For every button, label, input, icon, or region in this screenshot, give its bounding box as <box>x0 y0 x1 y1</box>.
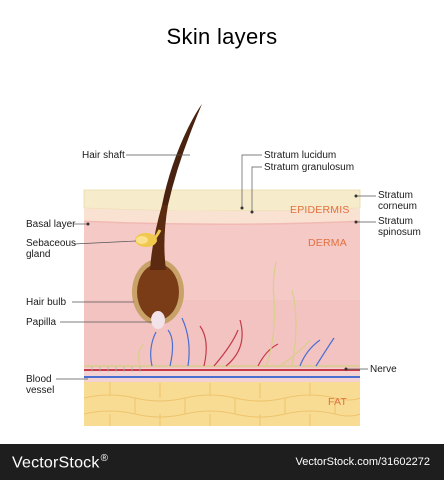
page-title: Skin layers <box>166 24 278 49</box>
hair-shaft <box>162 104 202 205</box>
layer-label-fat: FAT <box>328 396 348 408</box>
brand-logo: VectorStock® <box>12 453 109 472</box>
fat-layer <box>84 382 360 426</box>
papilla <box>151 311 165 329</box>
label-stratum-lucidum: Stratum lucidum <box>264 150 337 161</box>
basal-layer-line <box>83 220 361 227</box>
label-blood-vessel: Blood vessel <box>26 374 55 396</box>
layer-label-epidermis: EPIDERMIS <box>290 204 350 216</box>
skin-diagram <box>56 104 376 426</box>
hair-root <box>150 205 168 270</box>
epidermis-layer <box>84 208 360 225</box>
label-stratum-spinosum: Stratum spinosum <box>378 216 421 238</box>
label-stratum-granulosum: Stratum granulosum <box>264 162 355 173</box>
image-credit: VectorStock.com/31602272 <box>295 456 430 468</box>
footer-bar: VectorStock® VectorStock.com/31602272 <box>0 444 444 480</box>
label-basal-layer: Basal layer <box>26 219 76 230</box>
label-stratum-corneum: Stratum corneum <box>378 190 417 212</box>
label-nerve: Nerve <box>370 364 397 375</box>
label-hair-shaft: Hair shaft <box>82 150 125 161</box>
label-hair-bulb: Hair bulb <box>26 297 67 308</box>
label-sebaceous-gland: Sebaceous gland <box>26 238 77 260</box>
vessel-band <box>84 368 360 382</box>
layer-label-derma: DERMA <box>308 237 347 249</box>
label-papilla: Papilla <box>26 317 57 328</box>
